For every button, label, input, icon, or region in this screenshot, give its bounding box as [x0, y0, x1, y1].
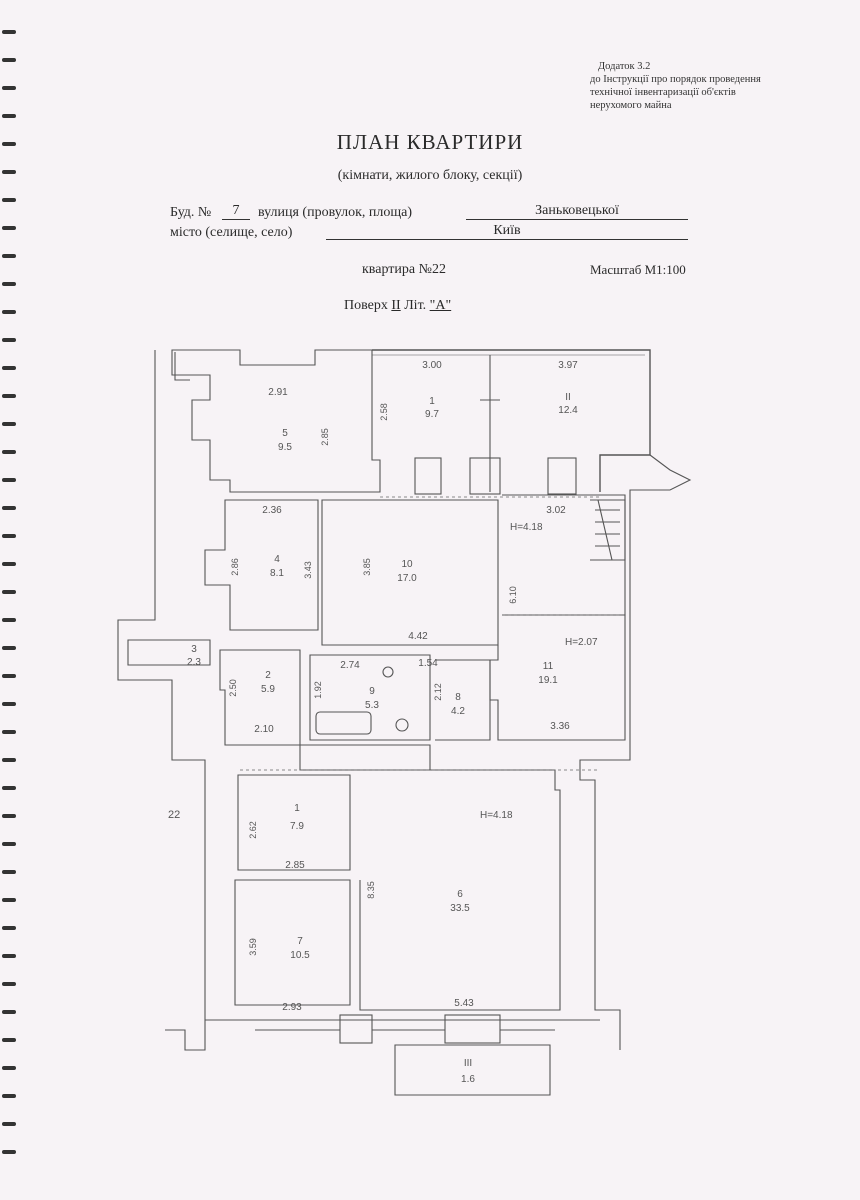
room-11-number: 11	[543, 661, 554, 672]
dim-291: 2.91	[268, 387, 288, 398]
dim-610: 6.10	[508, 586, 518, 604]
floor-label: Поверх	[344, 298, 388, 313]
appendix-line-2: до Інструкції про порядок проведення	[590, 74, 761, 85]
dim-274: 2.74	[340, 660, 360, 671]
dim-250: 2.50	[228, 679, 238, 697]
page-title: ПЛАН КВАРТИРИ	[336, 130, 524, 154]
height-418-upper: H=4.18	[510, 522, 543, 533]
room-5-area: 9.5	[278, 442, 292, 453]
room-4-area: 8.1	[270, 568, 284, 579]
room-6-area: 33.5	[450, 903, 470, 914]
room-1-lower-area: 7.9	[290, 821, 304, 832]
appendix-note: Додаток 3.2 до Інструкції про порядок пр…	[590, 60, 761, 112]
room-I-area: 9.7	[425, 409, 439, 420]
dim-385: 3.85	[362, 558, 372, 576]
room-2-number: 2	[265, 670, 271, 681]
room-9-number: 9	[369, 686, 375, 697]
dim-336: 3.36	[550, 721, 570, 732]
floor-value: II	[391, 298, 401, 313]
city-name: Київ	[326, 223, 688, 240]
floor-info: Поверх II Літ. "А"	[344, 298, 451, 314]
page-subtitle: (кімнати, жилого блоку, секції)	[337, 168, 523, 183]
room-7-area: 10.5	[290, 950, 310, 961]
appendix-line-3: технічної інвентаризації об'єктів	[590, 87, 736, 98]
room-I-number: 1	[429, 396, 435, 407]
dim-359: 3.59	[248, 938, 258, 956]
building-number: 7	[222, 203, 250, 220]
height-418-lower: H=4.18	[480, 810, 513, 821]
room-10-number: 10	[401, 559, 413, 570]
dim-210: 2.10	[254, 724, 274, 735]
lit-value: "А"	[429, 298, 452, 313]
room-II-number: II	[565, 392, 571, 403]
appendix-line-4: нерухомого майна	[590, 100, 672, 111]
dim-397: 3.97	[558, 360, 578, 371]
dim-258: 2.58	[379, 403, 389, 421]
room-8-area: 4.2	[451, 706, 465, 717]
city-label: місто (селище, село)	[170, 225, 293, 240]
room-II-area: 12.4	[558, 405, 578, 416]
dim-442: 4.42	[408, 631, 428, 642]
dim-192: 1.92	[313, 681, 323, 699]
room-III-area: 1.6	[461, 1074, 475, 1085]
dim-343: 3.43	[303, 561, 313, 579]
room-4-number: 4	[274, 554, 280, 565]
room-6-number: 6	[457, 889, 463, 900]
dim-262: 2.62	[248, 821, 258, 839]
room-9-area: 5.3	[365, 700, 379, 711]
dim-212: 2.12	[433, 683, 443, 701]
room-III-number: III	[464, 1058, 472, 1069]
room-3-number: 3	[191, 644, 197, 655]
dim-543: 5.43	[454, 998, 474, 1009]
lit-label: Літ.	[404, 298, 427, 313]
dim-302: 3.02	[546, 505, 566, 516]
dim-236: 2.36	[262, 505, 282, 516]
room-5-number: 5	[282, 428, 288, 439]
height-207: H=2.07	[565, 637, 598, 648]
dim-293: 2.93	[282, 1002, 302, 1013]
apartment-22-marker: 22	[168, 809, 180, 821]
street-label: вулиця (провулок, площа)	[258, 205, 413, 220]
apartment-number: квартира №22	[362, 262, 446, 277]
spiral-binding	[0, 20, 22, 1170]
dim-285-vertical: 2.85	[320, 428, 330, 446]
appendix-line-1: Додаток 3.2	[598, 61, 651, 72]
room-1-lower-number: 1	[294, 803, 300, 814]
room-3-area: 2.3	[187, 657, 201, 668]
room-10-area: 17.0	[397, 573, 417, 584]
room-7-number: 7	[297, 936, 303, 947]
scale-label: Масштаб М1:100	[590, 262, 686, 277]
room-8-number: 8	[455, 692, 461, 703]
dim-835: 8.35	[366, 881, 376, 899]
dim-285: 2.85	[285, 860, 305, 871]
dim-300: 3.00	[422, 360, 442, 371]
room-2-area: 5.9	[261, 684, 275, 695]
dim-154: 1.54	[418, 658, 438, 669]
dim-286: 2.86	[230, 558, 240, 576]
room-11-area: 19.1	[538, 675, 558, 686]
street-name: Заньковецької	[466, 203, 688, 220]
building-label: Буд. №	[170, 205, 212, 220]
